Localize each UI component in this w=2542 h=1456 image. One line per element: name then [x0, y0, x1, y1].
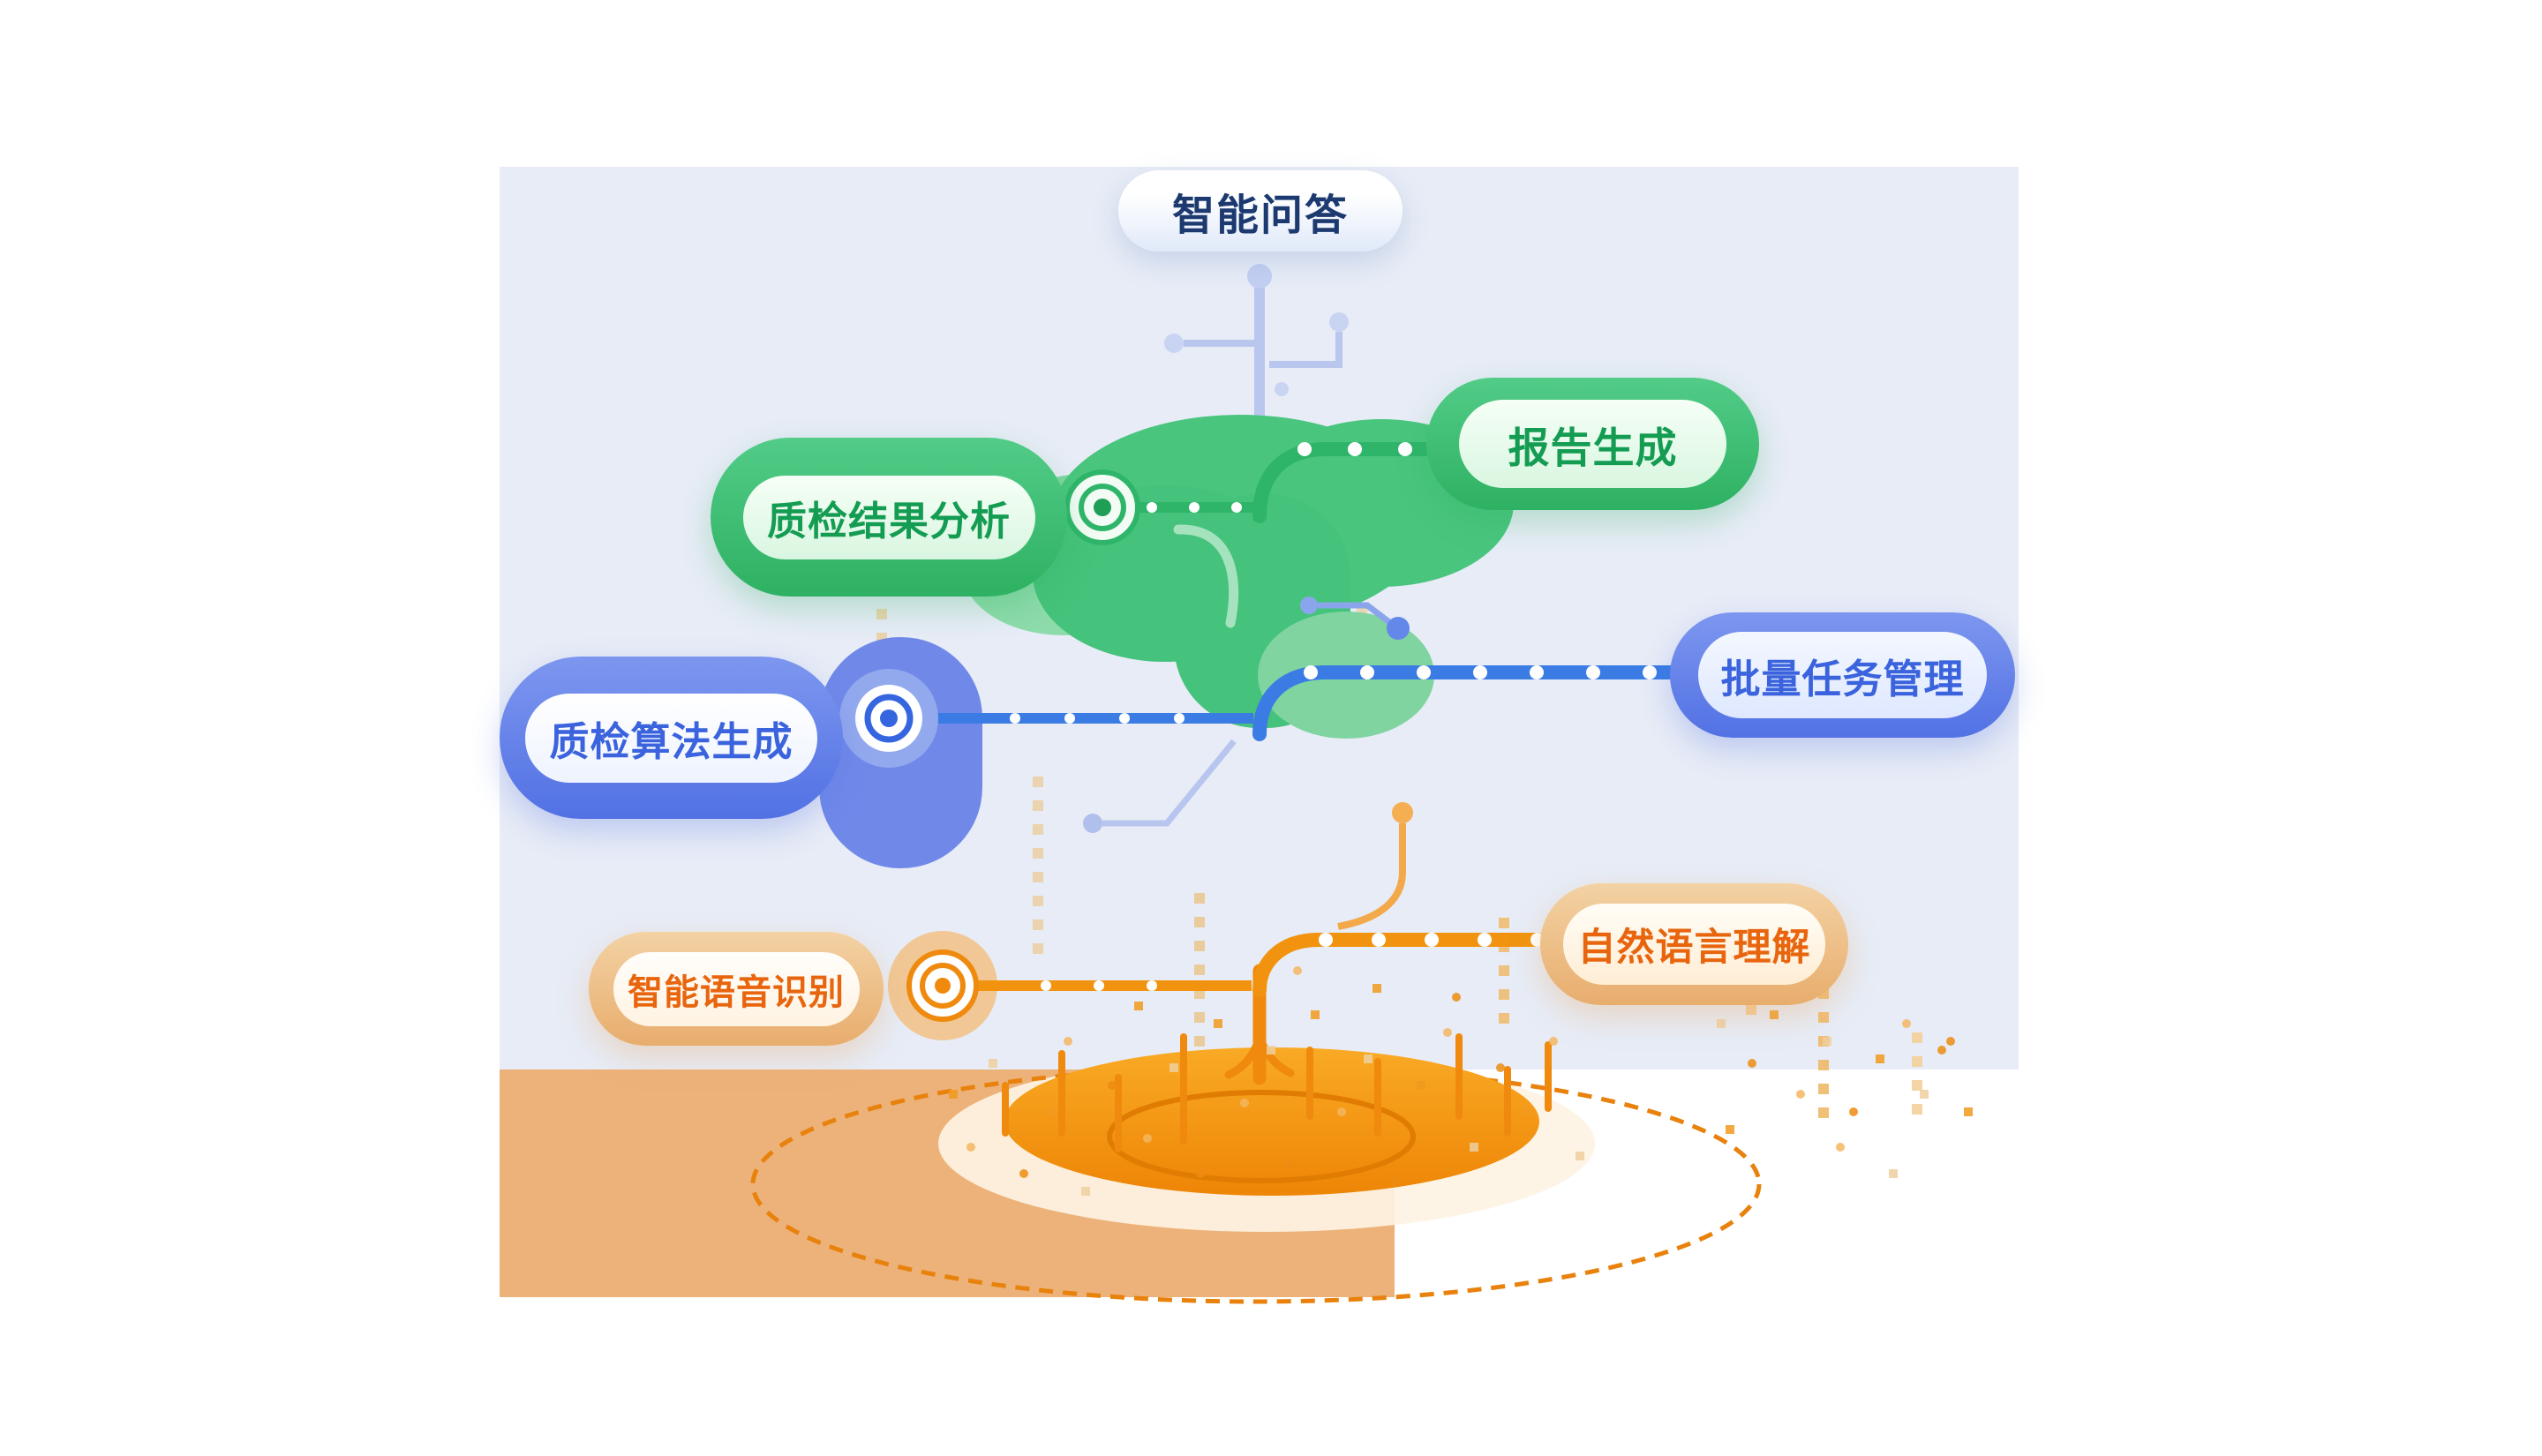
node-qa-label: 智能问答 — [1171, 192, 1349, 239]
node-batch-task: 批量任务管理 — [1670, 612, 2015, 738]
node-nlu-label: 自然语言理解 — [1563, 904, 1825, 985]
orange-circuit — [1337, 802, 1413, 930]
blue-circuit-right — [1300, 597, 1410, 640]
stem-tip-dot — [1247, 264, 1272, 289]
branch-result-analysis — [1064, 469, 1253, 545]
node-report-label: 报告生成 — [1459, 400, 1726, 488]
ground-stakes — [1002, 1033, 1552, 1152]
node-nlu: 自然语言理解 — [1540, 883, 1848, 1005]
node-asr: 智能语音识别 — [589, 932, 884, 1046]
blue-circuit-left — [1083, 739, 1237, 833]
ground-inner-ring — [1107, 1090, 1416, 1183]
branch-asr — [888, 931, 1252, 1040]
node-asr-label: 智能语音识别 — [613, 951, 860, 1026]
branch-report — [1252, 442, 1525, 523]
node-batch-task-label: 批量任务管理 — [1698, 632, 1987, 718]
leaf-curl — [1173, 524, 1239, 628]
node-result-analysis: 质检结果分析 — [711, 438, 1067, 597]
branch-nlu — [1252, 933, 1561, 997]
node-report: 报告生成 — [1426, 378, 1759, 510]
node-algorithm-label: 质检算法生成 — [525, 693, 817, 783]
stem-circuits — [1164, 264, 1349, 503]
branch-dots — [1010, 442, 1657, 991]
branch-batch-task — [1252, 665, 1711, 741]
confetti-dots — [949, 966, 1973, 1196]
ground-mound — [1004, 1047, 1539, 1196]
node-result-analysis-label: 质检结果分析 — [742, 475, 1035, 559]
ground — [750, 1033, 1762, 1304]
node-qa: 智能问答 — [1118, 170, 1403, 251]
node-algorithm: 质检算法生成 — [500, 657, 843, 819]
